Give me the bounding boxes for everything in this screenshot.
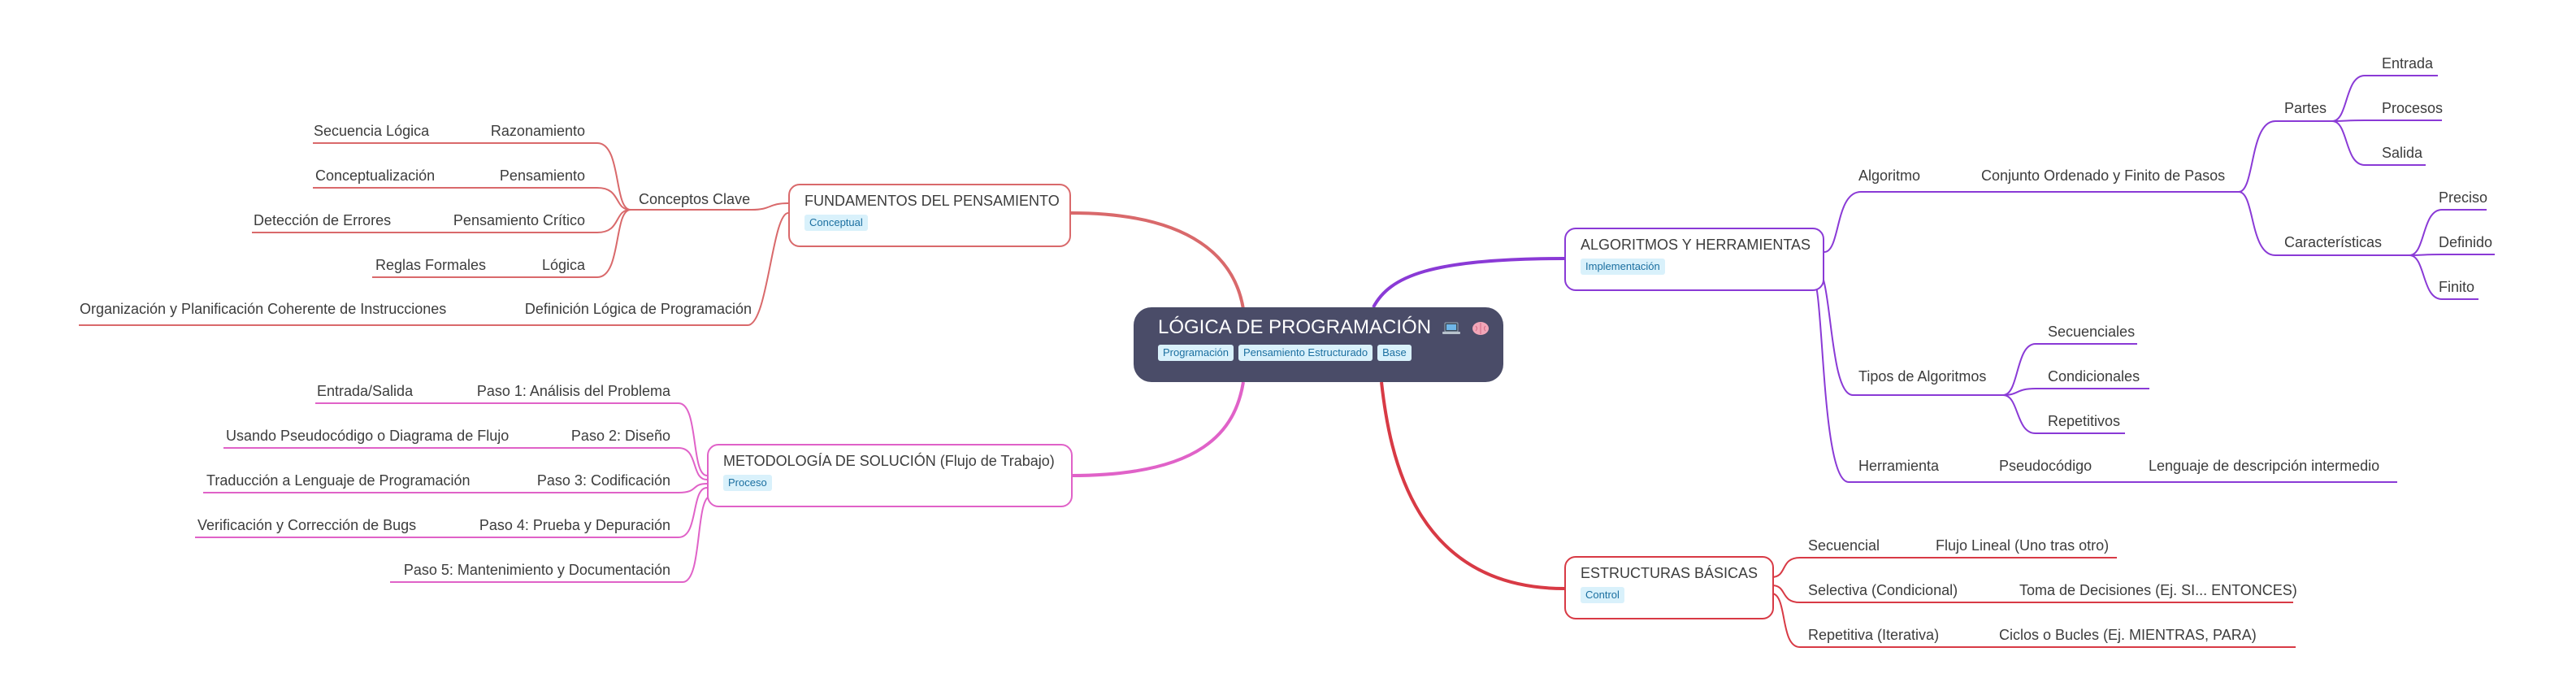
- step-name[interactable]: Paso 5: Mantenimiento y Documentación: [403, 562, 670, 578]
- estructura-name[interactable]: Repetitiva (Iterativa): [1808, 627, 1940, 643]
- node-tag: Implementación: [1581, 259, 1665, 275]
- concept-detail[interactable]: Conceptualización: [315, 167, 436, 184]
- tipos-label[interactable]: Tipos de Algoritmos: [1858, 368, 1987, 385]
- node-tag: Proceso: [723, 475, 772, 491]
- step-detail[interactable]: Usando Pseudocódigo o Diagrama de Flujo: [226, 428, 510, 444]
- concept-name[interactable]: Razonamiento: [490, 123, 585, 139]
- estructura-detail[interactable]: Flujo Lineal (Uno tras otro): [1936, 537, 2110, 554]
- concept-detail[interactable]: Detección de Errores: [254, 212, 392, 228]
- node-tag: Conceptual: [804, 215, 868, 231]
- herramienta-detail[interactable]: Lenguaje de descripción intermedio: [2149, 458, 2380, 474]
- parte-item[interactable]: Procesos: [2382, 100, 2444, 116]
- concept-name[interactable]: Pensamiento Crítico: [453, 212, 585, 228]
- definicion-name[interactable]: Definición Lógica de Programación: [524, 301, 752, 317]
- tipo-item[interactable]: Condicionales: [2048, 368, 2140, 385]
- node-title: ESTRUCTURAS BÁSICAS: [1581, 565, 1759, 581]
- caracteristica-item[interactable]: Finito: [2439, 279, 2475, 295]
- step-name[interactable]: Paso 1: Análisis del Problema: [476, 383, 670, 399]
- partes-label[interactable]: Partes: [2284, 100, 2327, 116]
- step-detail[interactable]: Traducción a Lenguaje de Programación: [206, 472, 471, 489]
- tipo-item[interactable]: Secuenciales: [2048, 324, 2136, 340]
- root-tag: Base: [1377, 345, 1412, 361]
- node-metodologia[interactable]: METODOLOGÍA DE SOLUCIÓN (Flujo de Trabaj…: [707, 444, 1073, 507]
- step-name[interactable]: Paso 3: Codificación: [536, 472, 670, 489]
- node-tag: Control: [1581, 587, 1624, 603]
- root-tag: Pensamiento Estructurado: [1238, 345, 1373, 361]
- herramienta-label[interactable]: Herramienta: [1858, 458, 1940, 474]
- concept-name[interactable]: Lógica: [541, 257, 585, 273]
- node-title: FUNDAMENTOS DEL PENSAMIENTO: [804, 193, 1060, 209]
- caracteristica-item[interactable]: Preciso: [2439, 189, 2488, 206]
- node-title: ALGORITMOS Y HERRAMIENTAS: [1581, 237, 1811, 253]
- root-title: LÓGICA DE PROGRAMACIÓN: [1158, 316, 1432, 338]
- concept-detail[interactable]: Secuencia Lógica: [314, 123, 430, 139]
- estructura-name[interactable]: Selectiva (Condicional): [1808, 582, 1958, 598]
- definicion-detail[interactable]: Organización y Planificación Coherente d…: [80, 301, 447, 317]
- node-fundamentos[interactable]: FUNDAMENTOS DEL PENSAMIENTO Conceptual: [788, 184, 1071, 247]
- algoritmo-definition[interactable]: Conjunto Ordenado y Finito de Pasos: [1981, 167, 2226, 184]
- tipo-item[interactable]: Repetitivos: [2048, 413, 2121, 429]
- node-title: METODOLOGÍA DE SOLUCIÓN (Flujo de Trabaj…: [723, 453, 1055, 469]
- concept-name[interactable]: Pensamiento: [499, 167, 585, 184]
- estructura-detail[interactable]: Toma de Decisiones (Ej. SI... ENTONCES): [2019, 582, 2297, 598]
- step-name[interactable]: Paso 4: Prueba y Depuración: [479, 517, 670, 533]
- conceptos-clave-label[interactable]: Conceptos Clave: [639, 191, 751, 207]
- concept-detail[interactable]: Reglas Formales: [375, 257, 487, 273]
- parte-item[interactable]: Entrada: [2382, 55, 2434, 72]
- parte-item[interactable]: Salida: [2382, 145, 2423, 161]
- laptop-icon: [1442, 322, 1460, 334]
- estructura-detail[interactable]: Ciclos o Bucles (Ej. MIENTRAS, PARA): [1999, 627, 2257, 643]
- step-detail[interactable]: Verificación y Corrección de Bugs: [197, 517, 417, 533]
- algoritmo-label[interactable]: Algoritmo: [1858, 167, 1921, 184]
- step-name[interactable]: Paso 2: Diseño: [570, 428, 670, 444]
- estructura-name[interactable]: Secuencial: [1808, 537, 1880, 554]
- herramienta-name[interactable]: Pseudocódigo: [1999, 458, 2092, 474]
- node-estructuras[interactable]: ESTRUCTURAS BÁSICAS Control: [1564, 556, 1774, 619]
- caracteristicas-label[interactable]: Características: [2284, 234, 2383, 250]
- root-tag: Programación: [1158, 345, 1234, 361]
- step-detail[interactable]: Entrada/Salida: [317, 383, 414, 399]
- caracteristica-item[interactable]: Definido: [2439, 234, 2493, 250]
- brain-icon: [1472, 321, 1490, 335]
- node-algoritmos[interactable]: ALGORITMOS Y HERRAMIENTAS Implementación: [1564, 228, 1824, 291]
